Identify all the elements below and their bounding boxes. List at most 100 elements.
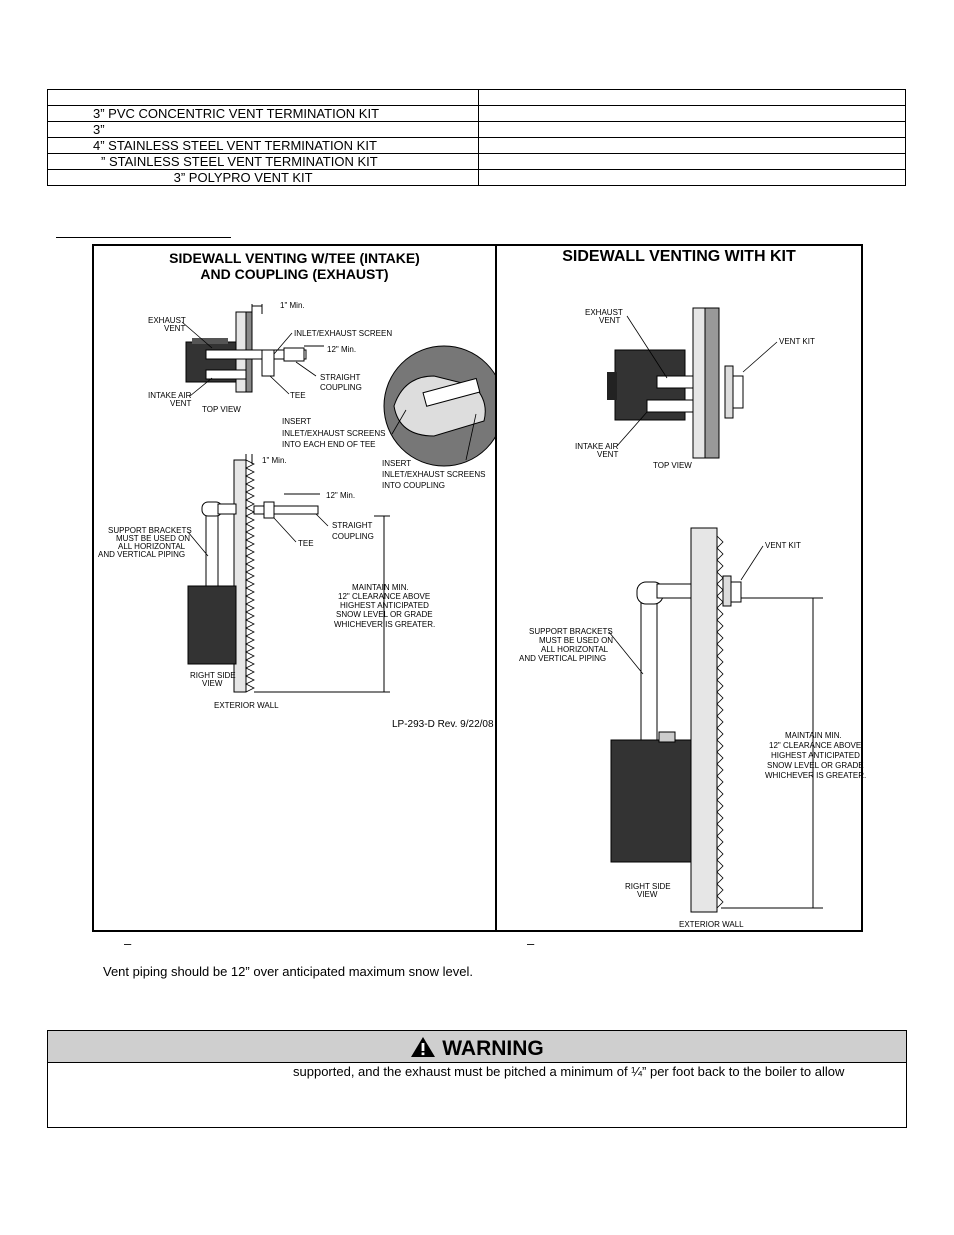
- boiler-detail: [607, 372, 617, 400]
- callout-label: COUPLING: [320, 383, 362, 392]
- tee-fitting: [261, 349, 275, 377]
- view-label: RIGHT SIDE: [190, 671, 236, 680]
- figure-caption-right: –: [527, 936, 535, 951]
- callout-label: AND VERTICAL PIPING: [519, 654, 606, 663]
- callout-label: AND VERTICAL PIPING: [98, 550, 185, 559]
- figure-title: SIDEWALL VENTING WITH KIT: [562, 248, 796, 265]
- dimension-label: 1" Min.: [280, 301, 305, 310]
- table-row: 3” PVC CONCENTRIC VENT TERMINATION KIT: [46, 105, 906, 122]
- warning-header: WARNING: [48, 1031, 906, 1063]
- view-label: TOP VIEW: [653, 461, 692, 470]
- snow-level-note: Vent piping should be 12” over anticipat…: [103, 964, 473, 979]
- wall-label: EXTERIOR WALL: [214, 701, 279, 710]
- kit-name-cell: 3” PVC CONCENTRIC VENT TERMINATION KIT: [46, 105, 480, 122]
- callout-label: COUPLING: [332, 532, 374, 541]
- callout-label: INTO EACH END OF TEE: [282, 440, 376, 449]
- table-row: 3” POLYPRO VENT KIT: [46, 169, 906, 186]
- vent-kit-cap: [730, 581, 742, 603]
- callout-label: INLET/EXHAUST SCREEN: [294, 329, 392, 338]
- callout-label: INTAKE AIR: [148, 391, 192, 400]
- intake-pipe: [646, 399, 694, 413]
- callout-label: TEE: [298, 539, 314, 548]
- vertical-pipe: [205, 507, 219, 587]
- boiler-detail: [192, 338, 228, 344]
- figure-title-line: SIDEWALL VENTING W/TEE (INTAKE): [169, 250, 420, 266]
- callout-label: INTO COUPLING: [382, 481, 445, 490]
- callout-label: MAINTAIN MIN.: [352, 583, 409, 592]
- callout-label: WHICHEVER IS GREATER.: [765, 771, 866, 780]
- callout-label: INSERT: [382, 459, 411, 468]
- wall-label: EXTERIOR WALL: [679, 920, 744, 929]
- horizontal-pipe: [217, 503, 237, 515]
- callout-label: MUST BE USED ON: [539, 636, 613, 645]
- wall-section: [692, 307, 706, 459]
- callout-label: SUPPORT BRACKETS: [108, 526, 192, 535]
- vent-kit-plate: [722, 575, 732, 607]
- exterior-wall: [233, 459, 247, 693]
- callout-label: MUST BE USED ON: [116, 534, 190, 543]
- callout-label: MAINTAIN MIN.: [785, 731, 842, 740]
- vertical-pipe: [640, 595, 658, 741]
- drawing-number: LP-293-D Rev. 9/22/08: [392, 719, 494, 730]
- table-header-row: [46, 89, 906, 106]
- callout-label: HIGHEST ANTICIPATED: [771, 751, 860, 760]
- warning-title: WARNING: [48, 1036, 906, 1061]
- callout-label: VENT: [170, 399, 191, 408]
- callout-label: VENT KIT: [765, 541, 801, 550]
- callout-label: INTAKE AIR: [575, 442, 619, 451]
- straight-coupling: [283, 347, 305, 362]
- kit-value-cell: [478, 105, 906, 122]
- callout-label: STRAIGHT: [332, 521, 373, 530]
- callout-label: HIGHEST ANTICIPATED: [340, 601, 429, 610]
- callout-label: WHICHEVER IS GREATER.: [334, 620, 435, 629]
- callout-label: EXHAUST: [585, 308, 623, 317]
- warning-text: supported, and the exhaust must be pitch…: [293, 1064, 845, 1079]
- wall-section: [704, 307, 720, 459]
- callout-label: SNOW LEVEL OR GRADE: [336, 610, 433, 619]
- wall-hatching: [245, 459, 255, 693]
- table-header-cell: [478, 89, 906, 106]
- callout-label: STRAIGHT: [320, 373, 361, 382]
- callout-label: INLET/EXHAUST SCREENS: [282, 429, 385, 438]
- callout-label: INLET/EXHAUST SCREENS: [382, 470, 485, 479]
- exhaust-pipe: [656, 375, 694, 389]
- tee-fitting-side: [263, 501, 275, 519]
- figure-title-line: AND COUPLING (EXHAUST): [200, 266, 389, 282]
- kit-name-cell: 4” STAINLESS STEEL VENT TERMINATION KIT: [46, 137, 480, 154]
- kit-name-cell: 3” POLYPRO VENT KIT: [46, 169, 480, 186]
- boiler-side-icon: [187, 585, 237, 665]
- detail-coupling: [422, 377, 481, 407]
- kit-value-cell: [478, 137, 906, 154]
- callout-label: VENT: [599, 316, 620, 325]
- dimension-label: 1" Min.: [262, 456, 287, 465]
- kit-name-cell: ” STAINLESS STEEL VENT TERMINATION KIT: [46, 153, 480, 170]
- warning-title-text: WARNING: [442, 1037, 544, 1060]
- table-row: 4” STAINLESS STEEL VENT TERMINATION KIT: [46, 137, 906, 154]
- callout-label: ALL HORIZONTAL: [541, 645, 609, 654]
- callout-label: VENT: [164, 324, 185, 333]
- kit-name-cell: 3”: [46, 121, 480, 138]
- sidewall-tee-drawing: 1" Min. 12" Min. EXHAUST VENT INLET/EXHA…: [98, 301, 505, 730]
- vent-kit-plate: [724, 365, 734, 419]
- callout-label: SNOW LEVEL OR GRADE: [767, 761, 864, 770]
- wall-hatching: [716, 535, 724, 909]
- callout-label: SUPPORT BRACKETS: [529, 627, 613, 636]
- section-heading-underline: [56, 237, 231, 238]
- exhaust-pipe: [205, 349, 307, 360]
- kit-value-cell: [478, 169, 906, 186]
- dimension-label: 12" Min.: [327, 345, 356, 354]
- warning-box: WARNING supported, and the exhaust must …: [47, 1030, 907, 1128]
- view-label: VIEW: [637, 890, 658, 899]
- boiler-side-icon: [610, 739, 692, 863]
- callout-label: INSERT: [282, 417, 311, 426]
- figure-sidewall-vent-kit: SIDEWALL VENTING WITH KIT EXHAUST VENT V…: [495, 244, 866, 932]
- table-header-cell: [46, 89, 480, 106]
- kit-value-cell: [478, 121, 906, 138]
- vent-kit-cap: [732, 375, 744, 409]
- dimension-label: 12" Min.: [326, 491, 355, 500]
- callout-label: ALL HORIZONTAL: [118, 542, 186, 551]
- exhaust-pipe-side: [253, 505, 319, 515]
- callout-label: VENT KIT: [779, 337, 815, 346]
- callout-label: EXHAUST: [148, 316, 186, 325]
- table-row: 3”: [46, 121, 906, 138]
